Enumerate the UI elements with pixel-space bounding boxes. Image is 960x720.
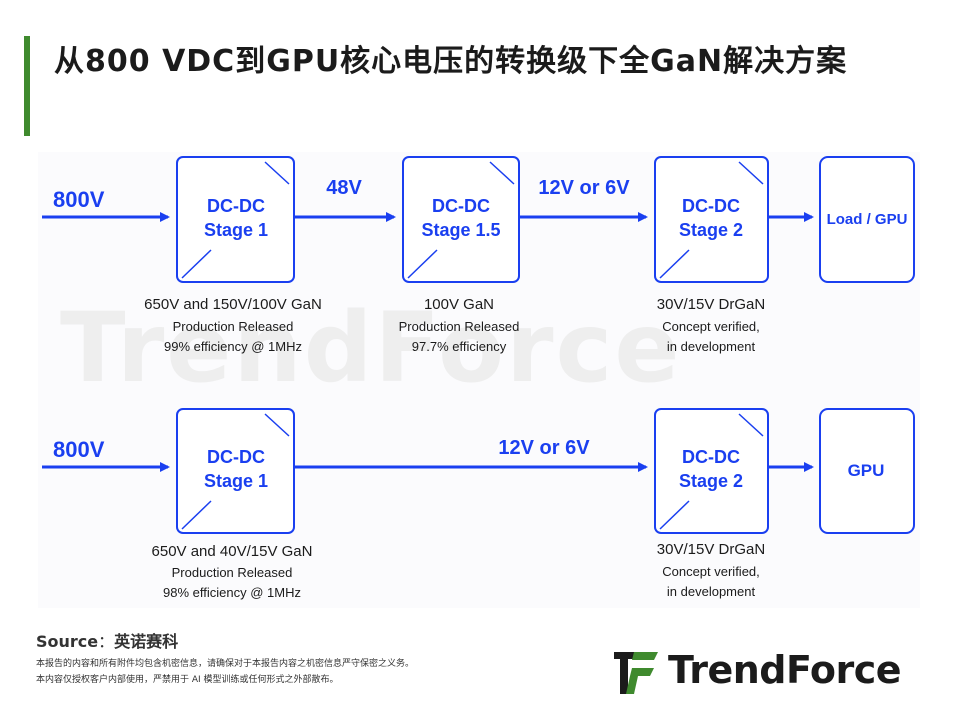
disclaimer-line-2: 本内容仅授权客户内部使用，严禁用于 AI 模型训练或任何形式之外部散布。 xyxy=(36,675,339,685)
row1-stage15-note1: 100V GaN xyxy=(424,296,494,313)
row1-stage1-line2: Stage 1 xyxy=(204,220,268,240)
row1-stage15-box xyxy=(402,156,520,283)
row1-stage15-diag-bottom xyxy=(407,249,438,279)
row2-stage2-line1: DC-DC xyxy=(682,447,740,467)
row1-stage1-note2: Production Released xyxy=(173,319,294,334)
row1-stage1-note1: 650V and 150V/100V GaN xyxy=(144,296,322,313)
row1-link1-label: 48V xyxy=(326,177,362,199)
row2-stage1-note3: 98% efficiency @ 1MHz xyxy=(163,585,301,600)
row1-load-box xyxy=(819,156,915,283)
row2-stage1-note2: Production Released xyxy=(172,565,293,580)
row1-stage1-diag-top xyxy=(264,161,290,185)
row2-stage2-box xyxy=(654,408,769,534)
row1-load-label: Load / GPU xyxy=(827,211,908,228)
row2-stage2-note2: Concept verified, xyxy=(662,564,760,579)
trendforce-logo-text: TrendForce xyxy=(668,648,902,692)
row1-link2-label: 12V or 6V xyxy=(538,177,630,199)
row2-stage1-line2: Stage 1 xyxy=(204,471,268,491)
row2-load-label: GPU xyxy=(848,461,885,480)
row1-stage1-diag-bottom xyxy=(181,249,212,279)
row2-stage1-diag-top xyxy=(264,413,290,437)
row1-stage15-line2: Stage 1.5 xyxy=(421,220,500,240)
row2-stage2-diag-top xyxy=(738,413,764,437)
row2-link1-label: 12V or 6V xyxy=(498,437,590,459)
row2-stage2-diag-bottom xyxy=(659,500,690,530)
row1-stage1-box xyxy=(176,156,295,283)
row1-stage15-line1: DC-DC xyxy=(432,196,490,216)
row2-stage2-note1: 30V/15V DrGaN xyxy=(657,541,765,558)
source-colon: ： xyxy=(98,632,115,651)
row2-load-box xyxy=(819,408,915,534)
row1-stage2-note3: in development xyxy=(667,339,756,354)
trendforce-logo: TrendForce xyxy=(612,646,932,698)
disclaimer: 本报告的内容和所有附件均包含机密信息，请确保对于本报告内容之机密信息严守保密之义… xyxy=(36,656,414,688)
row2-stage1-diag-bottom xyxy=(181,500,212,530)
row2-input-label: 800V xyxy=(53,437,105,462)
row1-stage2-line2: Stage 2 xyxy=(679,220,743,240)
disclaimer-line-1: 本报告的内容和所有附件均包含机密信息，请确保对于本报告内容之机密信息严守保密之义… xyxy=(36,659,415,669)
row2-stage1-box xyxy=(176,408,295,534)
trendforce-logo-icon xyxy=(614,652,658,694)
row1-stage15-diag-top xyxy=(489,161,515,185)
source-value: 英诺赛科 xyxy=(114,632,179,651)
row1-input-label: 800V xyxy=(53,187,105,212)
row1-stage2-diag-bottom xyxy=(659,249,690,279)
row1-stage15-note2: Production Released xyxy=(399,319,520,334)
row1-stage2-line1: DC-DC xyxy=(682,196,740,216)
source-label: Source xyxy=(36,632,99,651)
row1-stage2-diag-top xyxy=(738,161,764,185)
row2-stage2-line2: Stage 2 xyxy=(679,471,743,491)
page-title: 从800 VDC到GPU核心电压的转换级下全GaN解决方案 xyxy=(54,44,848,79)
row1-stage1-line1: DC-DC xyxy=(207,196,265,216)
title-accent-bar xyxy=(24,36,30,136)
watermark: TrendForce xyxy=(60,292,682,404)
row2-stage1-note1: 650V and 40V/15V GaN xyxy=(152,543,313,560)
row1-stage15-note3: 97.7% efficiency xyxy=(412,339,507,354)
row1-stage2-note1: 30V/15V DrGaN xyxy=(657,296,765,313)
row2-stage1-line1: DC-DC xyxy=(207,447,265,467)
row1-stage1-note3: 99% efficiency @ 1MHz xyxy=(164,339,302,354)
row2-stage2-note3: in development xyxy=(667,584,756,599)
row1-stage2-box xyxy=(654,156,769,283)
source-line: Source：英诺赛科 xyxy=(36,628,178,652)
row1-stage2-note2: Concept verified, xyxy=(662,319,760,334)
